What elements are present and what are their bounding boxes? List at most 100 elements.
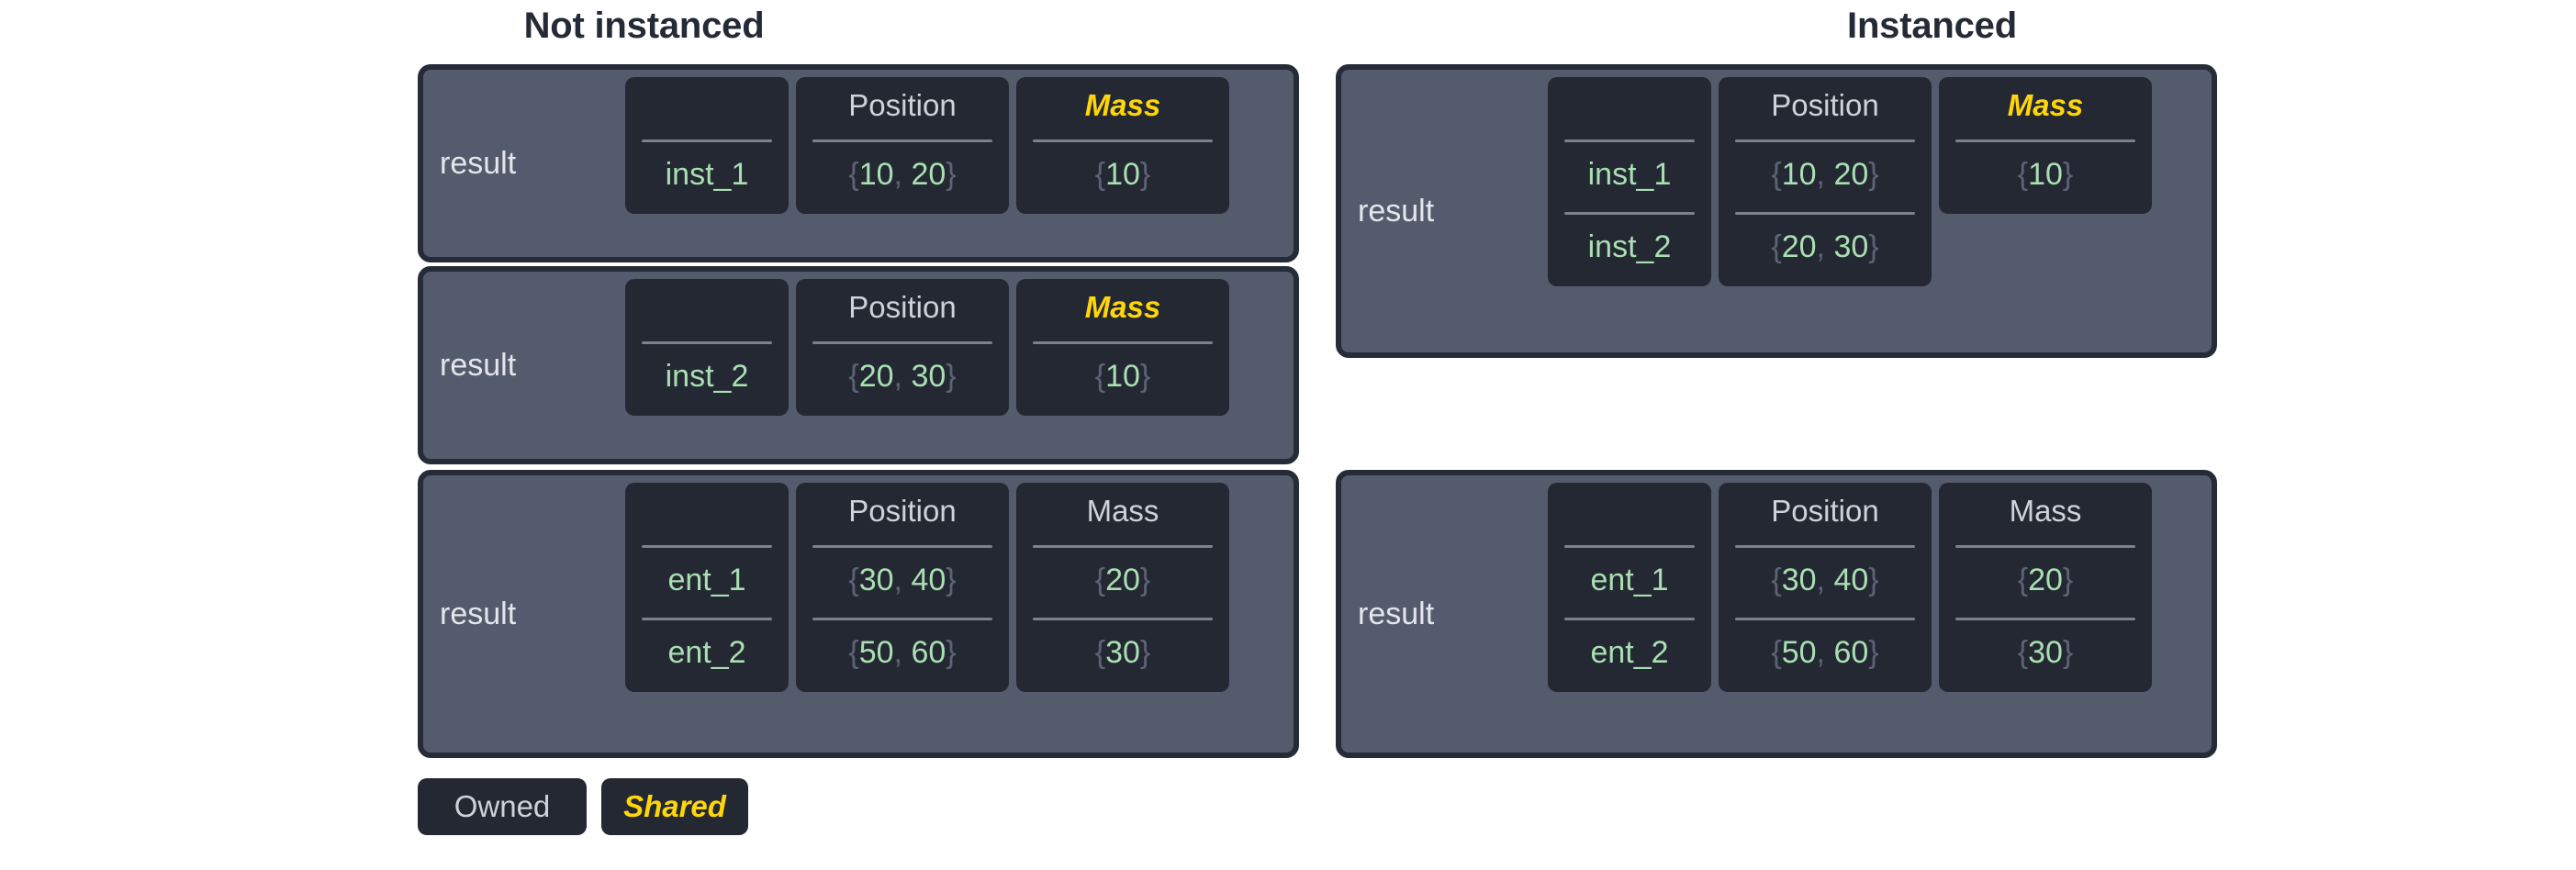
comma: , — [893, 358, 902, 394]
comma: , — [893, 562, 902, 597]
row-separator — [1955, 139, 2135, 142]
brace: } — [1139, 156, 1151, 192]
brace: { — [1094, 358, 1106, 394]
row-separator — [1735, 618, 1915, 620]
brace: { — [1771, 634, 1782, 670]
row-separator — [812, 545, 992, 548]
result-label: result — [440, 145, 517, 181]
table-cell: {10} — [1094, 358, 1151, 394]
column-header: Mass — [1086, 494, 1159, 528]
table-cell: {30} — [2017, 634, 2074, 670]
column-header: Mass — [1084, 88, 1161, 122]
row-separator — [1033, 545, 1213, 548]
table-cell: {20, 30} — [848, 358, 957, 394]
table-column: Position{20, 30} — [796, 279, 1009, 416]
result-label: result — [440, 347, 517, 383]
row-separator — [1735, 139, 1915, 142]
brace: } — [1868, 229, 1879, 264]
table-column: inst_2 — [625, 279, 789, 416]
row-separator — [1735, 212, 1915, 215]
table-column: Mass {20} {30} — [1016, 483, 1229, 692]
table-cell: {10, 20} — [1771, 156, 1879, 192]
brace: } — [1139, 634, 1151, 670]
row-separator — [1564, 618, 1695, 620]
table-cell: {20} — [2017, 562, 2074, 597]
brace: } — [946, 562, 957, 597]
column-padding — [1561, 685, 1698, 692]
table-column: ent_1 ent_2 — [1548, 483, 1711, 692]
table-cell: {10, 20} — [848, 156, 957, 192]
table-column: Mass {10} — [1939, 77, 2152, 214]
brace: { — [1771, 156, 1782, 192]
column-header-blank — [1561, 77, 1698, 134]
column-header: Mass — [2007, 88, 2084, 122]
result-label: result — [1358, 596, 1435, 631]
table-cell: inst_2 — [665, 358, 749, 394]
comma: , — [893, 634, 902, 670]
table-column: Mass{10} — [1016, 77, 1229, 214]
row-separator — [1955, 545, 2135, 548]
row-separator — [1955, 618, 2135, 620]
brace: } — [1868, 156, 1879, 192]
table-cell: {50, 60} — [848, 634, 957, 670]
table-cell: ent_2 — [1590, 634, 1669, 670]
brace: { — [848, 634, 859, 670]
panel-title: Not instanced — [523, 6, 765, 46]
brace: { — [848, 562, 859, 597]
brace: { — [1094, 562, 1106, 597]
column-padding — [1029, 206, 1216, 214]
result-label: result — [1358, 193, 1435, 229]
table-cell: ent_2 — [667, 634, 746, 670]
row-separator — [642, 618, 772, 620]
column-header: Position — [1771, 88, 1879, 122]
comma: , — [1816, 562, 1825, 597]
row-separator — [812, 341, 992, 344]
panel-not-instanced: Not instanced — [523, 6, 765, 46]
row-separator — [642, 545, 772, 548]
brace: { — [1094, 156, 1106, 192]
column-padding — [809, 408, 996, 416]
table-cell: {10} — [2017, 156, 2074, 192]
brace: { — [1771, 229, 1782, 264]
column-header: Position — [848, 494, 957, 528]
table-column: Position {10, 20} — [796, 77, 1009, 214]
brace: { — [2017, 634, 2029, 670]
column-padding — [638, 206, 776, 214]
panel-instanced: Instanced — [1288, 0, 2576, 870]
column-header-blank — [638, 483, 776, 540]
table-cell: {20} — [1094, 562, 1151, 597]
row-separator — [812, 139, 992, 142]
column-padding — [1561, 279, 1698, 286]
comma: , — [1816, 634, 1825, 670]
table-cell: ent_1 — [1590, 562, 1669, 597]
row-separator — [1564, 212, 1695, 215]
row-separator — [1033, 618, 1213, 620]
brace: } — [946, 156, 957, 192]
brace: } — [2062, 156, 2074, 192]
comma: , — [1816, 229, 1825, 264]
result-label: result — [440, 596, 517, 631]
table-cell: inst_1 — [665, 156, 749, 192]
column-header-blank — [638, 279, 776, 336]
column-header: Mass — [2009, 494, 2082, 528]
brace: } — [946, 634, 957, 670]
table-cell: {30, 40} — [848, 562, 957, 597]
brace: { — [2017, 562, 2029, 597]
column-header: Position — [848, 88, 957, 122]
column-padding — [1029, 408, 1216, 416]
comma: , — [1816, 156, 1825, 192]
row-separator — [642, 341, 772, 344]
table-cell: {30} — [1094, 634, 1151, 670]
brace: { — [2017, 156, 2029, 192]
column-padding — [638, 408, 776, 416]
row-separator — [1735, 545, 1915, 548]
column-padding — [638, 685, 776, 692]
panel-title: Instanced — [1847, 6, 2017, 46]
